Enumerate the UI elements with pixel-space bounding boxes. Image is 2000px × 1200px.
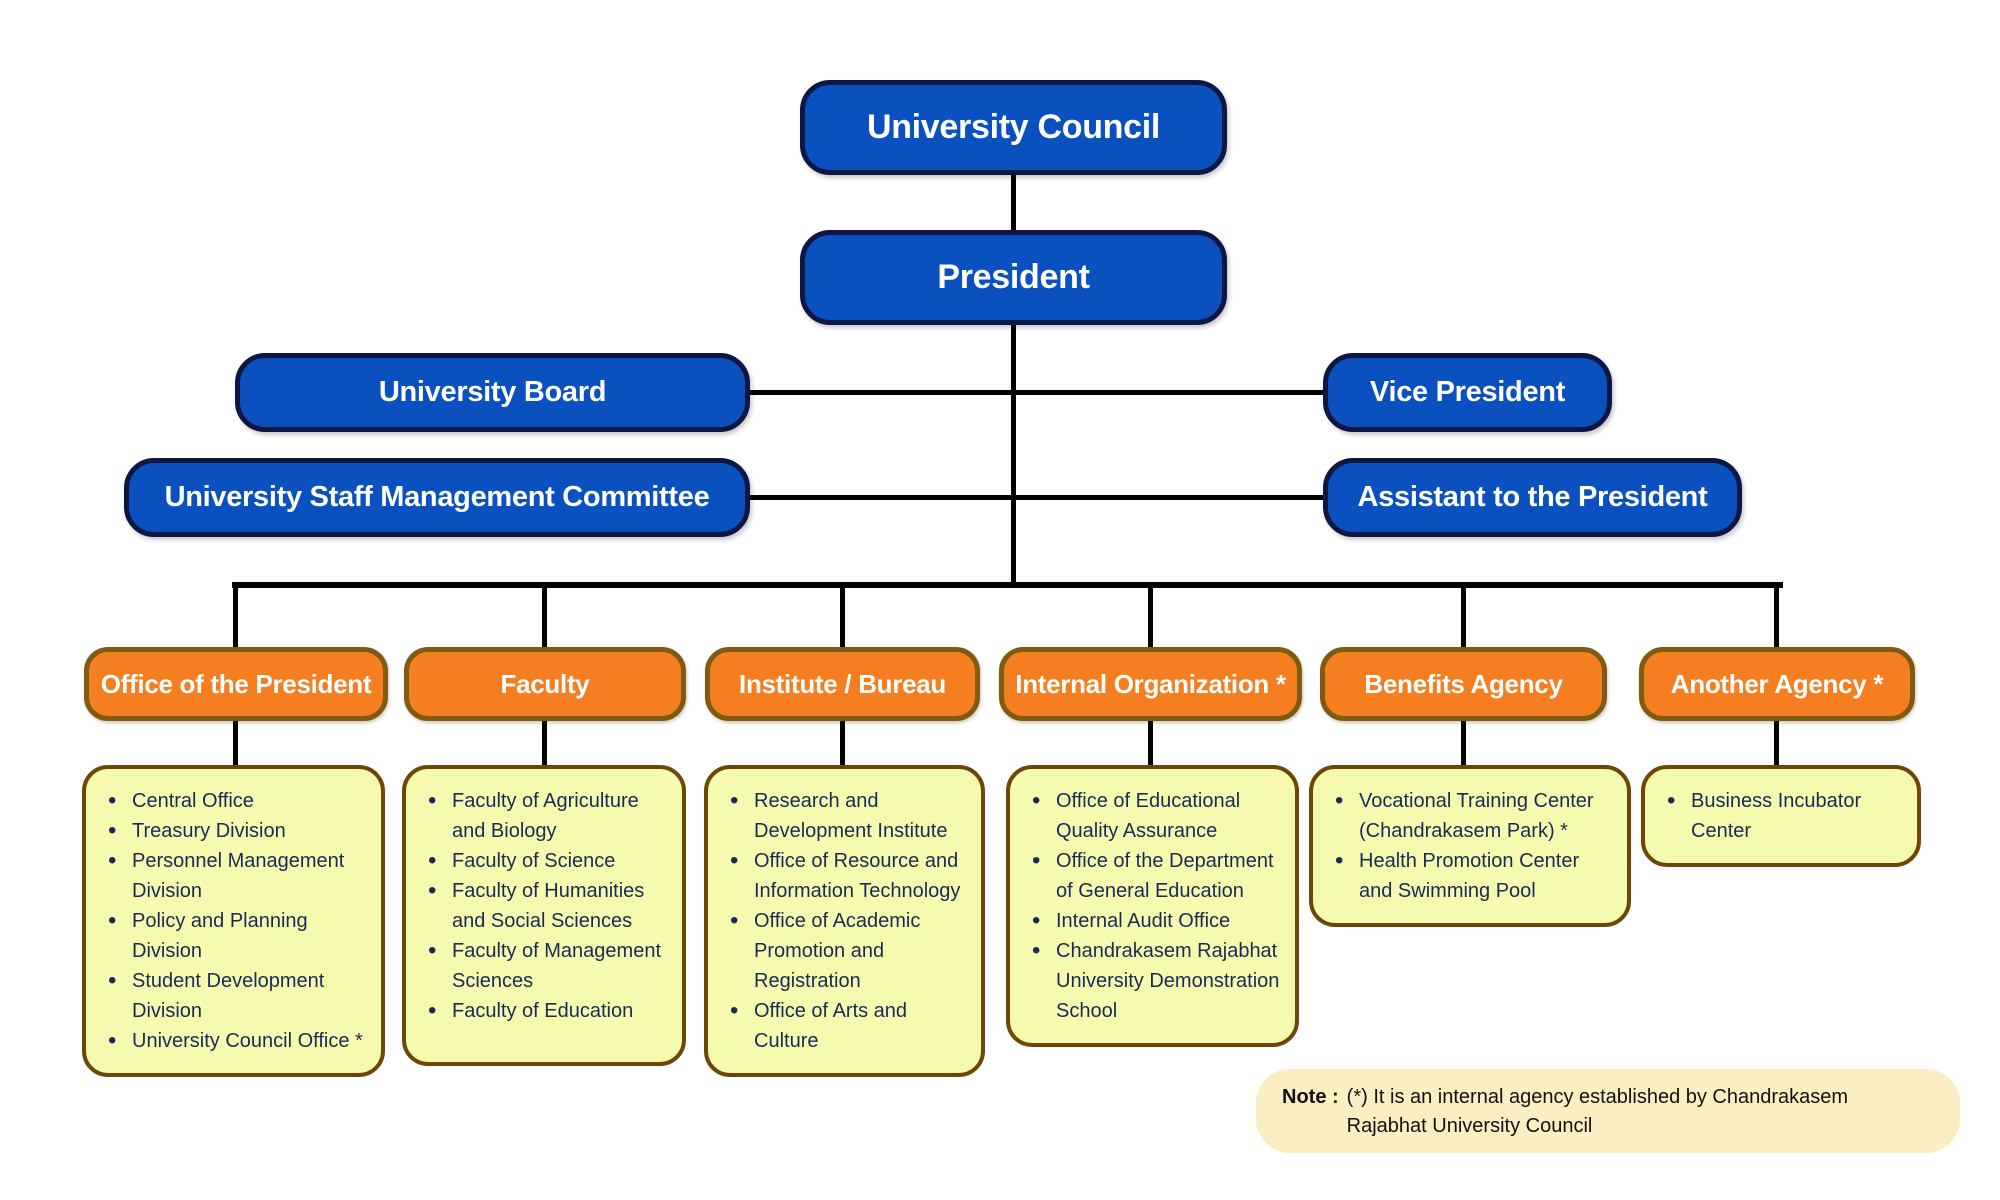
list-item: Business Incubator Center — [1659, 786, 1903, 846]
list-faculty: Faculty of Agriculture and BiologyFacult… — [402, 765, 686, 1066]
unit-list: Office of Educational Quality AssuranceO… — [1024, 786, 1281, 1026]
list-item: Faculty of Humanities and Social Science… — [420, 876, 668, 936]
connector-drop-institute — [840, 582, 845, 648]
list-item: Policy and Planning Division — [100, 906, 367, 966]
list-item: Central Office — [100, 786, 367, 816]
list-item: Faculty of Education — [420, 996, 668, 1026]
connector-horizontal-bus — [232, 582, 1783, 588]
list-item: Health Promotion Center and Swimming Poo… — [1327, 846, 1613, 906]
branch-internal-organization: Internal Organization * — [999, 647, 1302, 721]
node-university-board: University Board — [235, 353, 750, 432]
list-item: Personnel Management Division — [100, 846, 367, 906]
connector-institute-list — [840, 721, 845, 765]
branch-label: Internal Organization * — [1015, 668, 1286, 699]
branch-benefits-agency: Benefits Agency — [1320, 647, 1607, 721]
node-label: University Staff Management Committee — [164, 481, 710, 513]
list-item: University Council Office * — [100, 1026, 367, 1056]
list-item: Office of Educational Quality Assurance — [1024, 786, 1281, 846]
list-item: Faculty of Management Sciences — [420, 936, 668, 996]
list-item: Office of Arts and Culture — [722, 996, 967, 1056]
list-benefits-agency: Vocational Training Center (Chandrakasem… — [1309, 765, 1631, 927]
connector-internal-org-list — [1148, 721, 1153, 765]
footnote-label: Note : — [1282, 1086, 1339, 1108]
branch-label: Benefits Agency — [1364, 668, 1563, 699]
node-label: Vice President — [1369, 376, 1566, 408]
list-item: Research and Development Institute — [722, 786, 967, 846]
node-label: University Council — [866, 108, 1161, 146]
node-label: University Board — [378, 376, 607, 408]
branch-label: Another Agency * — [1670, 668, 1884, 699]
list-item: Student Development Division — [100, 966, 367, 1026]
list-office-of-the-president: Central OfficeTreasury DivisionPersonnel… — [82, 765, 385, 1077]
list-item: Chandrakasem Rajabhat University Demonst… — [1024, 936, 1281, 1026]
connector-office-list — [233, 721, 238, 765]
connector-drop-faculty — [542, 582, 547, 648]
connector-drop-office — [233, 582, 238, 648]
branch-label: Institute / Bureau — [739, 668, 946, 699]
connector-drop-benefits — [1461, 582, 1466, 648]
branch-institute-bureau: Institute / Bureau — [705, 647, 980, 721]
unit-list: Research and Development InstituteOffice… — [722, 786, 967, 1056]
branch-faculty: Faculty — [404, 647, 686, 721]
list-item: Vocational Training Center (Chandrakasem… — [1327, 786, 1613, 846]
list-internal-organization: Office of Educational Quality AssuranceO… — [1006, 765, 1299, 1047]
connector-another-list — [1774, 721, 1779, 765]
branch-another-agency: Another Agency * — [1639, 647, 1915, 721]
list-another-agency: Business Incubator Center — [1641, 765, 1921, 867]
node-assistant-to-president: Assistant to the President — [1323, 458, 1742, 537]
branch-label: Office of the President — [100, 668, 372, 699]
unit-list: Faculty of Agriculture and BiologyFacult… — [420, 786, 668, 1026]
branch-office-of-the-president: Office of the President — [84, 647, 388, 721]
connector-drop-internal-org — [1148, 582, 1153, 648]
list-institute-bureau: Research and Development InstituteOffice… — [704, 765, 985, 1077]
connector-board-vice-row — [750, 390, 1323, 395]
list-item: Faculty of Agriculture and Biology — [420, 786, 668, 846]
unit-list: Central OfficeTreasury DivisionPersonnel… — [100, 786, 367, 1056]
list-item: Faculty of Science — [420, 846, 668, 876]
connector-faculty-list — [542, 721, 547, 765]
footnote-text: (*) It is an internal agency established… — [1346, 1086, 1849, 1137]
list-item: Treasury Division — [100, 816, 367, 846]
list-item: Office of the Department of General Educ… — [1024, 846, 1281, 906]
unit-list: Vocational Training Center (Chandrakasem… — [1327, 786, 1613, 906]
branch-label: Faculty — [500, 668, 590, 699]
list-item: Office of Resource and Information Techn… — [722, 846, 967, 906]
node-label: Assistant to the President — [1357, 481, 1708, 513]
node-president: President — [800, 230, 1227, 325]
list-item: Office of Academic Promotion and Registr… — [722, 906, 967, 996]
footnote: Note : (*) It is an internal agency esta… — [1256, 1069, 1960, 1153]
connector-benefits-list — [1461, 721, 1466, 765]
node-vice-president: Vice President — [1323, 353, 1612, 432]
connector-drop-another — [1774, 582, 1779, 648]
connector-president-bus — [1011, 323, 1016, 585]
connector-council-president — [1011, 175, 1016, 231]
node-label: President — [937, 258, 1090, 296]
node-staff-management-committee: University Staff Management Committee — [124, 458, 750, 537]
node-university-council: University Council — [800, 80, 1227, 175]
unit-list: Business Incubator Center — [1659, 786, 1903, 846]
connector-committee-assistant-row — [750, 495, 1323, 500]
list-item: Internal Audit Office — [1024, 906, 1281, 936]
